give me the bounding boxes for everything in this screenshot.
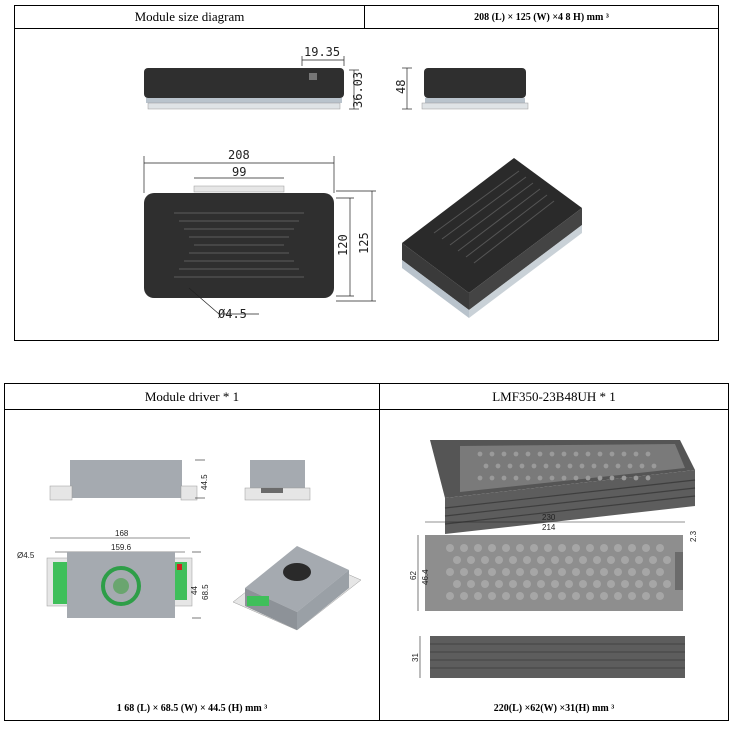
driver-dim-68-5: 68.5 xyxy=(201,584,210,600)
module-iso-view xyxy=(402,158,582,318)
psu-dim-2-3: 2.3 xyxy=(689,530,698,542)
module-size-dims: 208 (L) × 125 (W) ×4 8 H) mm ³ xyxy=(364,5,719,29)
dim-19-35: 19.35 xyxy=(304,45,340,59)
dim-208: 208 xyxy=(228,148,250,162)
dim-48: 48 xyxy=(394,80,408,94)
psu-caption: 220(L) ×62(W) ×31(H) mm ³ xyxy=(493,703,615,714)
module-size-drawing-cell xyxy=(14,28,719,341)
driver-end-view xyxy=(244,460,311,501)
module-size-drawing: 19.35 36.03 48 208 99 xyxy=(143,45,582,321)
dim-125: 125 xyxy=(357,232,371,254)
driver-dim-hole: Ø4.5 xyxy=(17,551,35,560)
psu-iso-view xyxy=(430,440,696,534)
psu-top-view: 230 214 2.3 62 46.4 xyxy=(409,513,698,611)
driver-dim-44-5: 44.5 xyxy=(200,474,209,490)
psu-dim-230: 230 xyxy=(542,513,556,522)
driver-top-view: 168 159.6 Ø4.5 44 68.5 xyxy=(17,529,210,619)
driver-caption: 1 68 (L) × 68.5 (W) × 44.5 (H) mm ³ xyxy=(116,703,268,714)
dim-120: 120 xyxy=(336,234,350,256)
psu-side-view: 31 xyxy=(411,636,685,678)
dim-99: 99 xyxy=(232,165,246,179)
driver-iso-view xyxy=(232,546,362,631)
module-top-view: 208 99 120 125 Ø4.5 xyxy=(143,148,376,321)
psu-label: LMF350-23B48UH * 1 xyxy=(379,383,729,410)
driver-dim-159-6: 159.6 xyxy=(111,543,132,552)
driver-side-view: 44.5 xyxy=(49,459,209,501)
psu-dim-31: 31 xyxy=(411,653,420,662)
driver-dim-168: 168 xyxy=(115,529,129,538)
psu-dim-46-4: 46.4 xyxy=(421,569,430,585)
psu-drawing: 230 214 2.3 62 46.4 31 xyxy=(409,440,698,678)
driver-dim-44: 44 xyxy=(190,586,199,595)
driver-drawing: 44.5 168 159.6 Ø4.5 44 68.5 xyxy=(17,459,362,631)
psu-dim-214: 214 xyxy=(542,523,556,532)
module-end-view: 48 xyxy=(394,67,529,110)
dim-36-03: 36.03 xyxy=(351,72,365,108)
dim-hole: Ø4.5 xyxy=(218,307,247,321)
module-size-label: Module size diagram xyxy=(14,5,365,29)
module-side-view: 19.35 36.03 xyxy=(144,45,365,110)
module-size-table: Module size diagram 208 (L) × 125 (W) ×4… xyxy=(14,5,719,341)
driver-label: Module driver * 1 xyxy=(4,383,380,410)
psu-dim-62: 62 xyxy=(409,571,418,580)
